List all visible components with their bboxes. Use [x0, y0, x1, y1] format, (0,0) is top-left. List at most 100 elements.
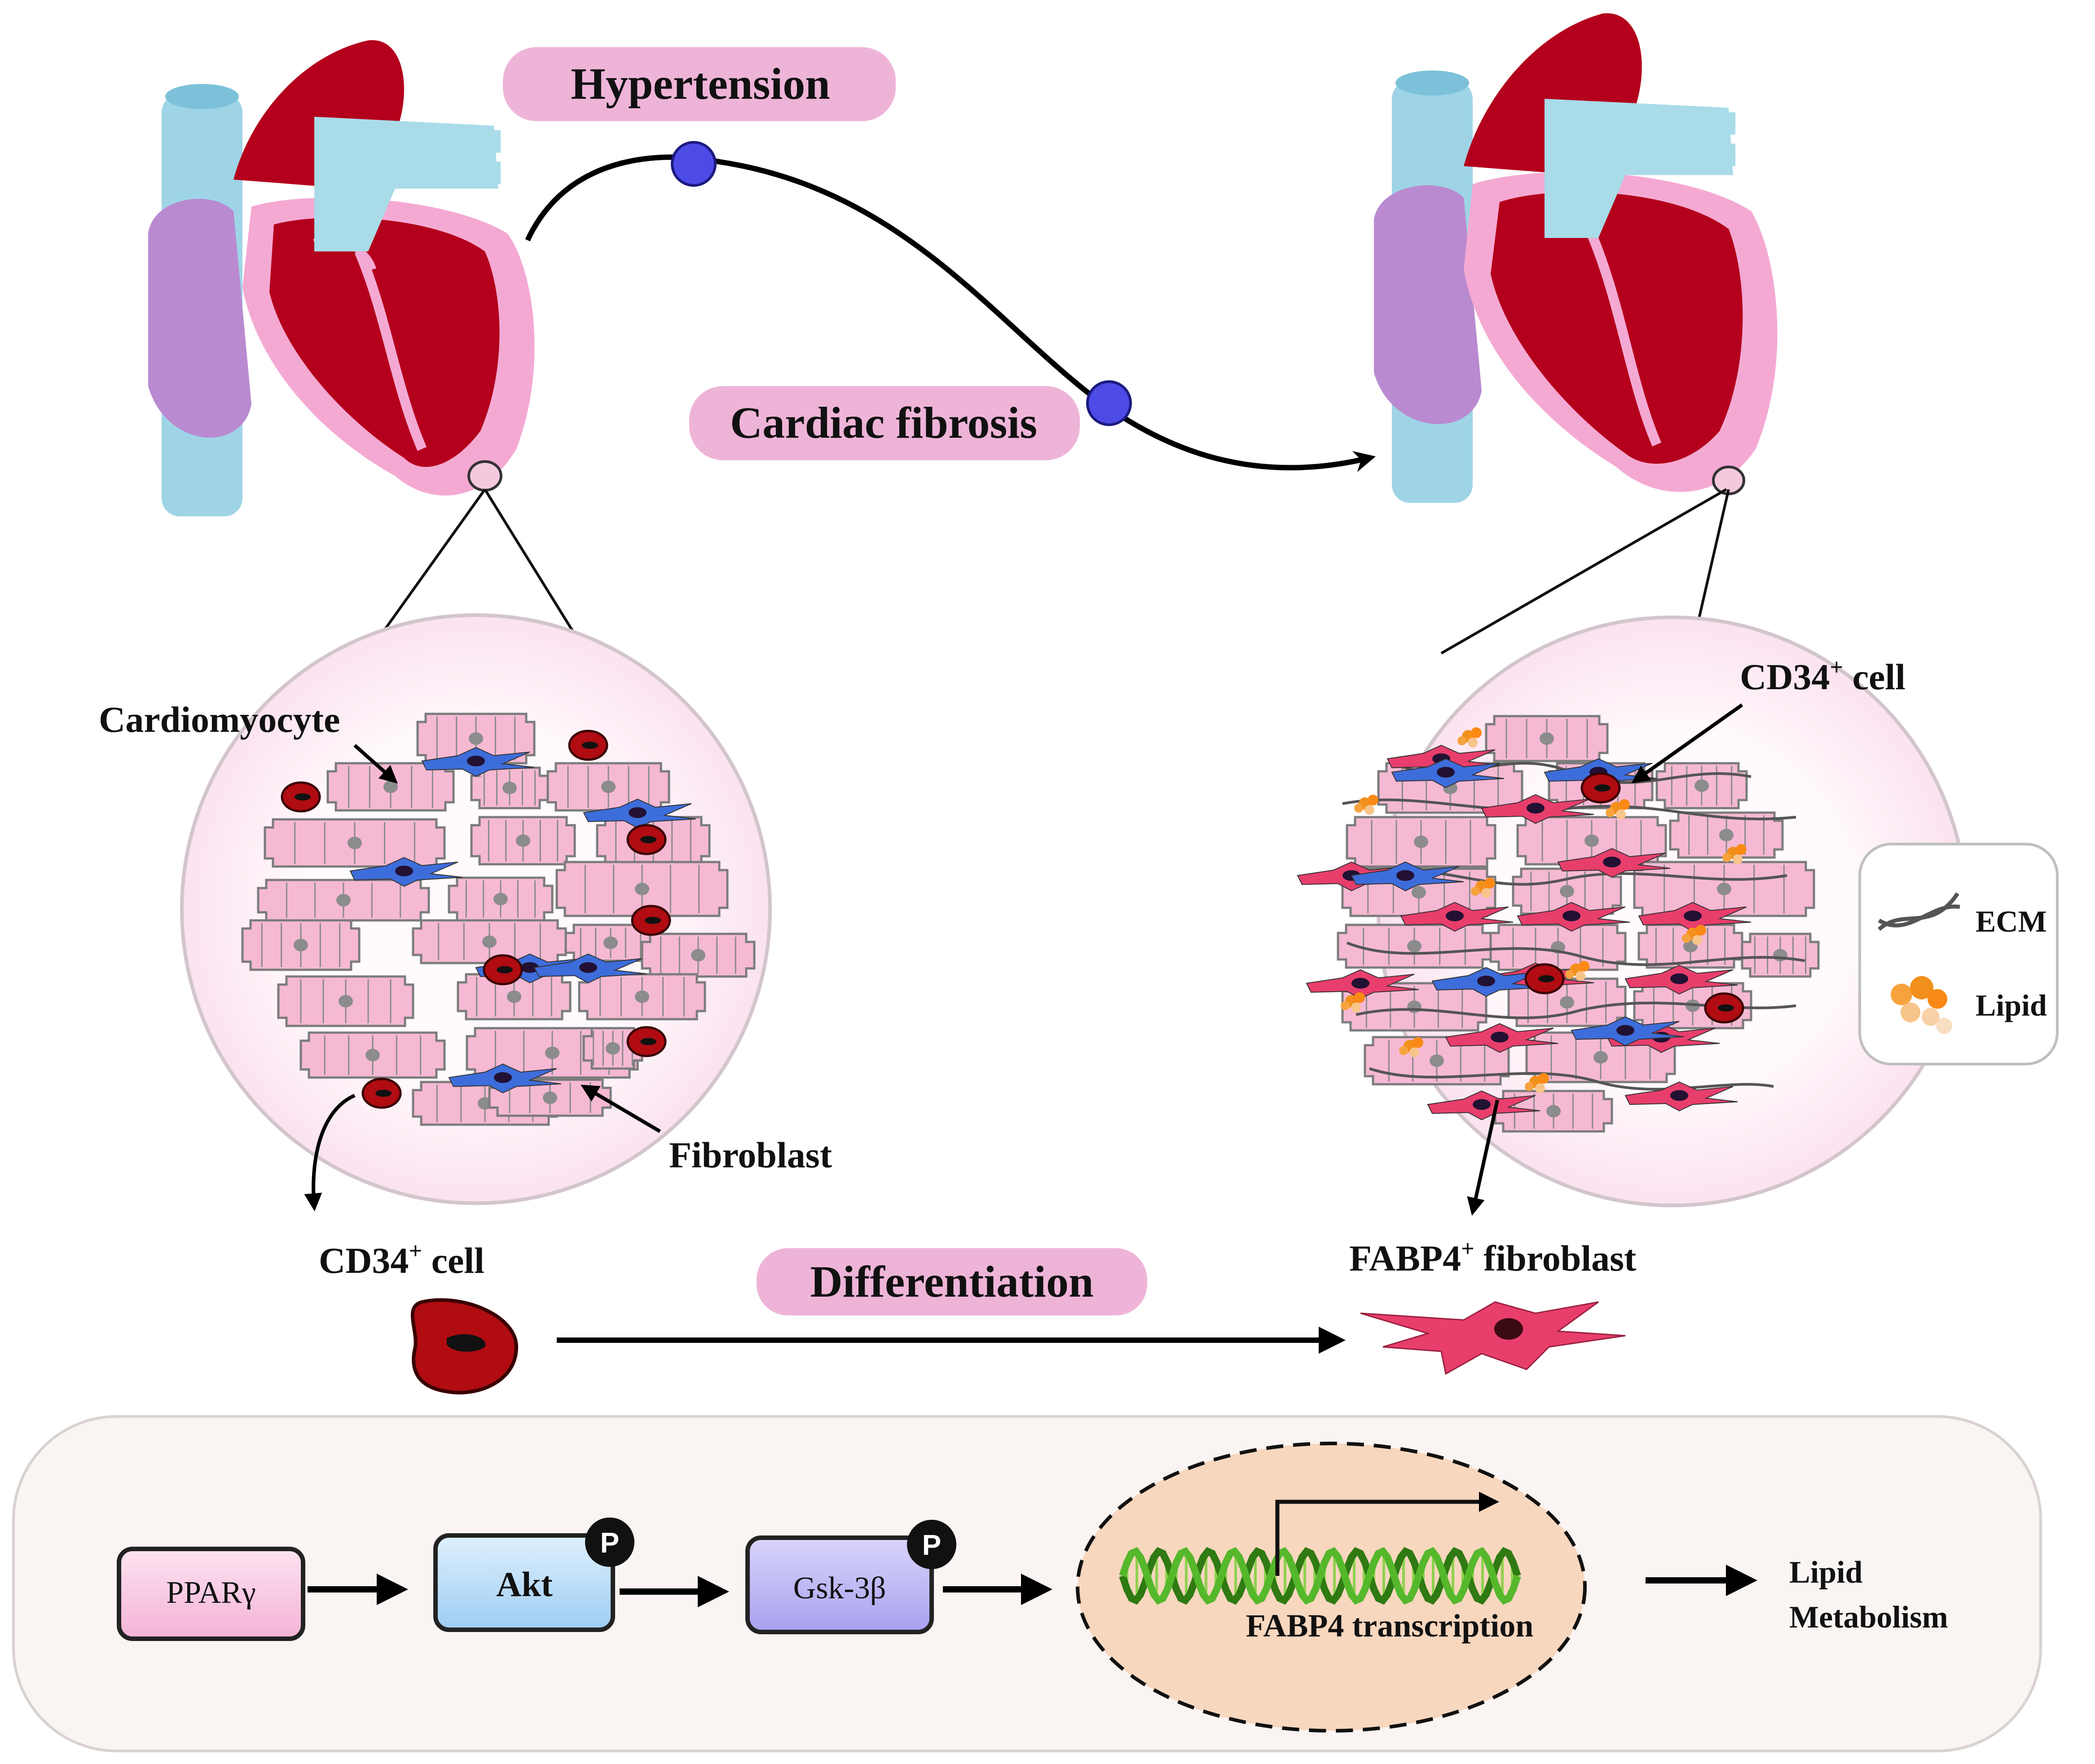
- cd34-cell: [1704, 992, 1744, 1024]
- fibroblast-label: Fibroblast: [669, 1135, 832, 1175]
- fabp4-fibroblast: [1445, 1023, 1558, 1053]
- gsk3b-box: Gsk-3β P: [745, 1520, 956, 1634]
- fabp4-fibroblast: [1427, 1090, 1540, 1121]
- cd34-cell: [1524, 963, 1565, 994]
- fibrotic-heart-illustration: [1374, 13, 1778, 503]
- lipid-droplet: [1722, 844, 1747, 864]
- resident-fibroblast: [421, 747, 535, 777]
- lipid-droplet: [1399, 1037, 1423, 1057]
- cd34-cell: [626, 1026, 667, 1057]
- differentiation-label: Differentiation: [810, 1257, 1093, 1307]
- fabp4-fibroblast: [1624, 1081, 1738, 1112]
- cardiomyocyte-cell: [457, 973, 572, 1021]
- ecm-legend-label: ECM: [1976, 904, 2047, 938]
- lipid-droplet: [1457, 727, 1482, 748]
- cd34-cell: [281, 781, 321, 813]
- fibroblast-arrow: [581, 1084, 661, 1133]
- cardiomyocyte-cell: [1494, 1090, 1613, 1133]
- cardiomyocyte-cell: [257, 879, 430, 922]
- akt-phospho-icon: [585, 1518, 634, 1567]
- cardiac-fibrosis-pill: Cardiac fibrosis: [689, 386, 1080, 460]
- nucleus-panel: FABP4 transcription: [1076, 1442, 1587, 1733]
- pparg-label: PPARγ: [166, 1575, 256, 1610]
- lipid-droplet: [1341, 992, 1365, 1012]
- differentiation-pill: Differentiation: [757, 1248, 1147, 1315]
- resident-fibroblast: [1391, 758, 1505, 788]
- cd34-cell: [568, 730, 608, 761]
- resident-fibroblast: [1351, 861, 1464, 892]
- fabp4-fibroblast-label: FABP4+ fibroblast: [1349, 1236, 1636, 1279]
- cardiomyocyte-cell: [555, 861, 729, 917]
- fibrotic-tissue-cells: [1297, 715, 1820, 1133]
- hypertension-pill: Hypertension: [503, 47, 896, 121]
- cardiomyocyte-cell: [1485, 715, 1609, 762]
- cardiomyocyte-cell: [241, 919, 361, 971]
- lipid-metabolism-line1: Lipid: [1789, 1555, 1863, 1590]
- cardiomyocyte-cell: [546, 762, 670, 812]
- lipid-droplet: [1565, 961, 1589, 981]
- cardiomyocyte-cell: [277, 975, 414, 1027]
- cardiomyocyte-cell: [1346, 816, 1496, 868]
- cardiomyocyte-cell: [412, 919, 567, 964]
- gsk3b-phospho-label: P: [922, 1529, 942, 1561]
- cd34-cell-large: [410, 1298, 519, 1394]
- fabp4-fibroblast: [1517, 902, 1630, 932]
- lipid-droplet: [1354, 795, 1378, 815]
- cardiomyocyte-arrow: [353, 744, 398, 784]
- cardiomyocyte-cell: [1633, 861, 1815, 917]
- lipid-legend-icon: [1891, 976, 1952, 1034]
- resident-fibroblast: [533, 953, 647, 984]
- fabp4-fibroblast: [1400, 902, 1514, 932]
- fabp4-fibroblast: [1624, 964, 1738, 995]
- cd34-cell-label-right: CD34+ cell: [1740, 655, 1906, 697]
- cd34-arrow-right: [1631, 703, 1743, 783]
- resident-fibroblast: [448, 1063, 562, 1094]
- cardiomyocyte-cell: [416, 713, 536, 765]
- fabp4-fibroblast: [1638, 902, 1752, 932]
- lipid-droplet: [1682, 925, 1706, 945]
- akt-phospho-label: P: [600, 1526, 620, 1559]
- pathway-panel: [12, 1415, 2042, 1752]
- gsk3b-phospho-icon: [907, 1520, 956, 1569]
- fabp4-arrow: [1467, 1100, 1499, 1216]
- akt-label: Akt: [496, 1565, 553, 1604]
- cardiomyocyte-cell: [1655, 762, 1748, 809]
- cardiomyocyte-cell: [578, 973, 706, 1021]
- cd34-exit-arrow: [304, 1094, 356, 1211]
- cardiomyocyte-label: Cardiomyocyte: [99, 699, 340, 740]
- cardiomyocyte-cell: [641, 933, 756, 978]
- legend-box: ECM Lipid: [1858, 843, 2059, 1065]
- gsk3b-label: Gsk-3β: [793, 1571, 886, 1606]
- lipid-legend-label: Lipid: [1976, 988, 2047, 1022]
- normal-heart-illustration: [148, 40, 535, 516]
- resident-fibroblast: [583, 798, 696, 829]
- fabp4-fibroblast: [1481, 794, 1594, 824]
- dna-helix-icon: [1119, 1547, 1521, 1605]
- hypertension-label: Hypertension: [571, 59, 830, 109]
- cd34-cell: [626, 824, 667, 855]
- cd34-cell: [1580, 772, 1621, 804]
- cd34-cell-label-left: CD34+ cell: [319, 1238, 484, 1281]
- progression-curve: [525, 141, 1376, 472]
- pparg-box: PPARγ: [117, 1547, 305, 1641]
- cardiac-fibrosis-label: Cardiac fibrosis: [730, 398, 1037, 448]
- lipid-droplet: [1525, 1073, 1549, 1093]
- lipid-metabolism-line2: Metabolism: [1789, 1600, 1948, 1635]
- fabp4-fibroblast-large: [1360, 1301, 1626, 1375]
- cardiomyocyte-cell: [470, 766, 549, 809]
- cardiomyocyte-cell: [448, 876, 554, 922]
- zoom-lines-left: [371, 488, 585, 650]
- cardiomyocyte-cell: [264, 818, 446, 868]
- akt-box: Akt P: [433, 1518, 634, 1632]
- cardiomyocyte-cell: [1741, 933, 1820, 978]
- cardiomyocyte-cell: [299, 1031, 446, 1079]
- lipid-droplet: [1606, 799, 1630, 819]
- normal-tissue-cells: [241, 713, 756, 1126]
- cardiomyocyte-cell: [470, 816, 576, 866]
- fabp4-transcription-label: FABP4 transcription: [1246, 1608, 1534, 1644]
- cd34-cell: [483, 954, 523, 985]
- cardiomyocyte-cell: [1669, 811, 1784, 859]
- cd34-cell: [631, 905, 671, 936]
- transcription-start-arrow: [1275, 1491, 1499, 1576]
